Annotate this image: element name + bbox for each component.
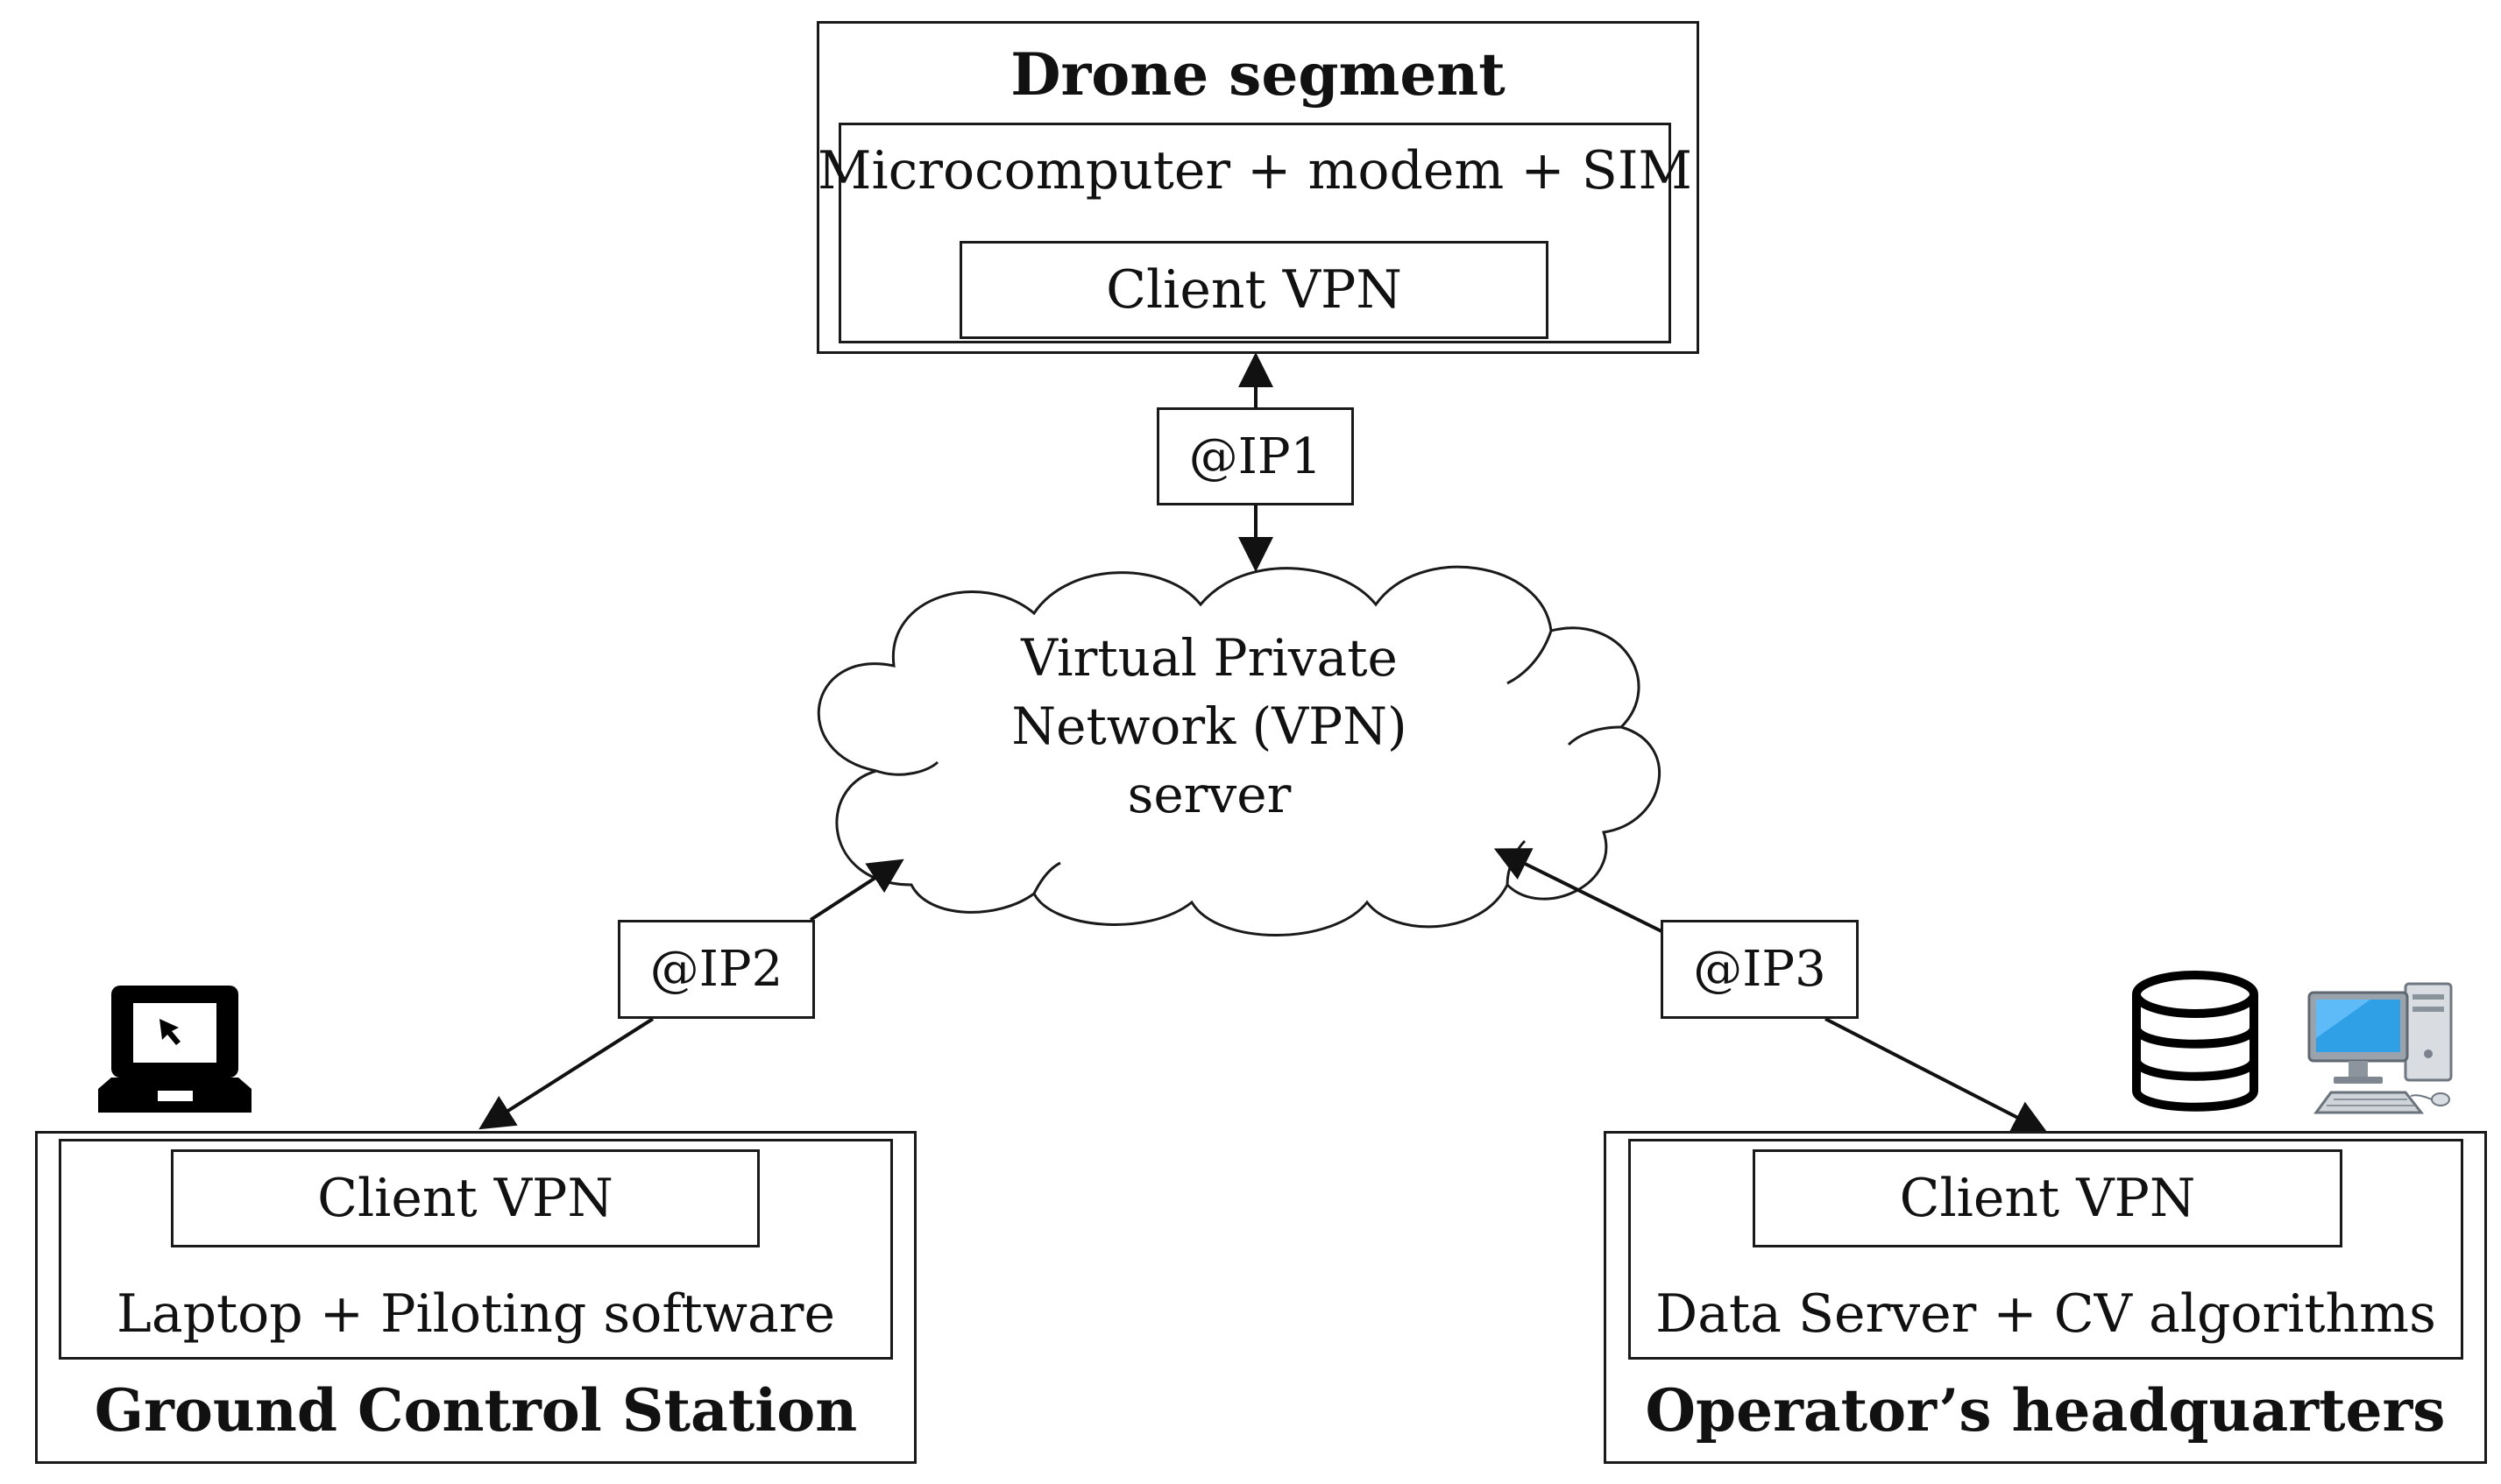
ground-client-vpn-box: Client VPN: [171, 1149, 760, 1247]
connector-ip3-to-hq: [1824, 1017, 2049, 1134]
vpn-server-label: Virtual Private Network (VPN) server: [990, 624, 1428, 834]
connector-ip3-to-cloud: [1493, 848, 1666, 935]
vpn-server-line-2: Network (VPN): [1011, 696, 1407, 756]
ground-control-station-title: Ground Control Station: [94, 1376, 858, 1445]
ground-component-label: Laptop + Piloting software: [117, 1283, 835, 1345]
drone-component-label: Microcomputer + modem + SIM: [818, 140, 1692, 201]
laptop-icon: [98, 986, 252, 1113]
vpn-server-line-1: Virtual Private: [1021, 628, 1398, 688]
ip3-label-box: @IP3: [1661, 920, 1859, 1019]
database-icon: [2129, 968, 2261, 1117]
headquarters-component-label: Data Server + CV algorithms: [1655, 1283, 2436, 1345]
drone-segment-title: Drone segment: [1010, 40, 1506, 109]
ip2-label-box: @IP2: [618, 920, 815, 1019]
ip1-label-box: @IP1: [1157, 407, 1354, 505]
vpn-server-line-3: server: [1127, 765, 1292, 824]
connector-ip2-to-cloud: [809, 859, 904, 922]
connector-ip2-to-ground: [478, 1017, 655, 1130]
drone-client-vpn-box: Client VPN: [960, 241, 1548, 339]
headquarters-client-vpn-box: Client VPN: [1753, 1149, 2342, 1247]
headquarters-title: Operator’s headquarters: [1645, 1376, 2446, 1445]
desktop-computer-icon: [2300, 977, 2458, 1121]
